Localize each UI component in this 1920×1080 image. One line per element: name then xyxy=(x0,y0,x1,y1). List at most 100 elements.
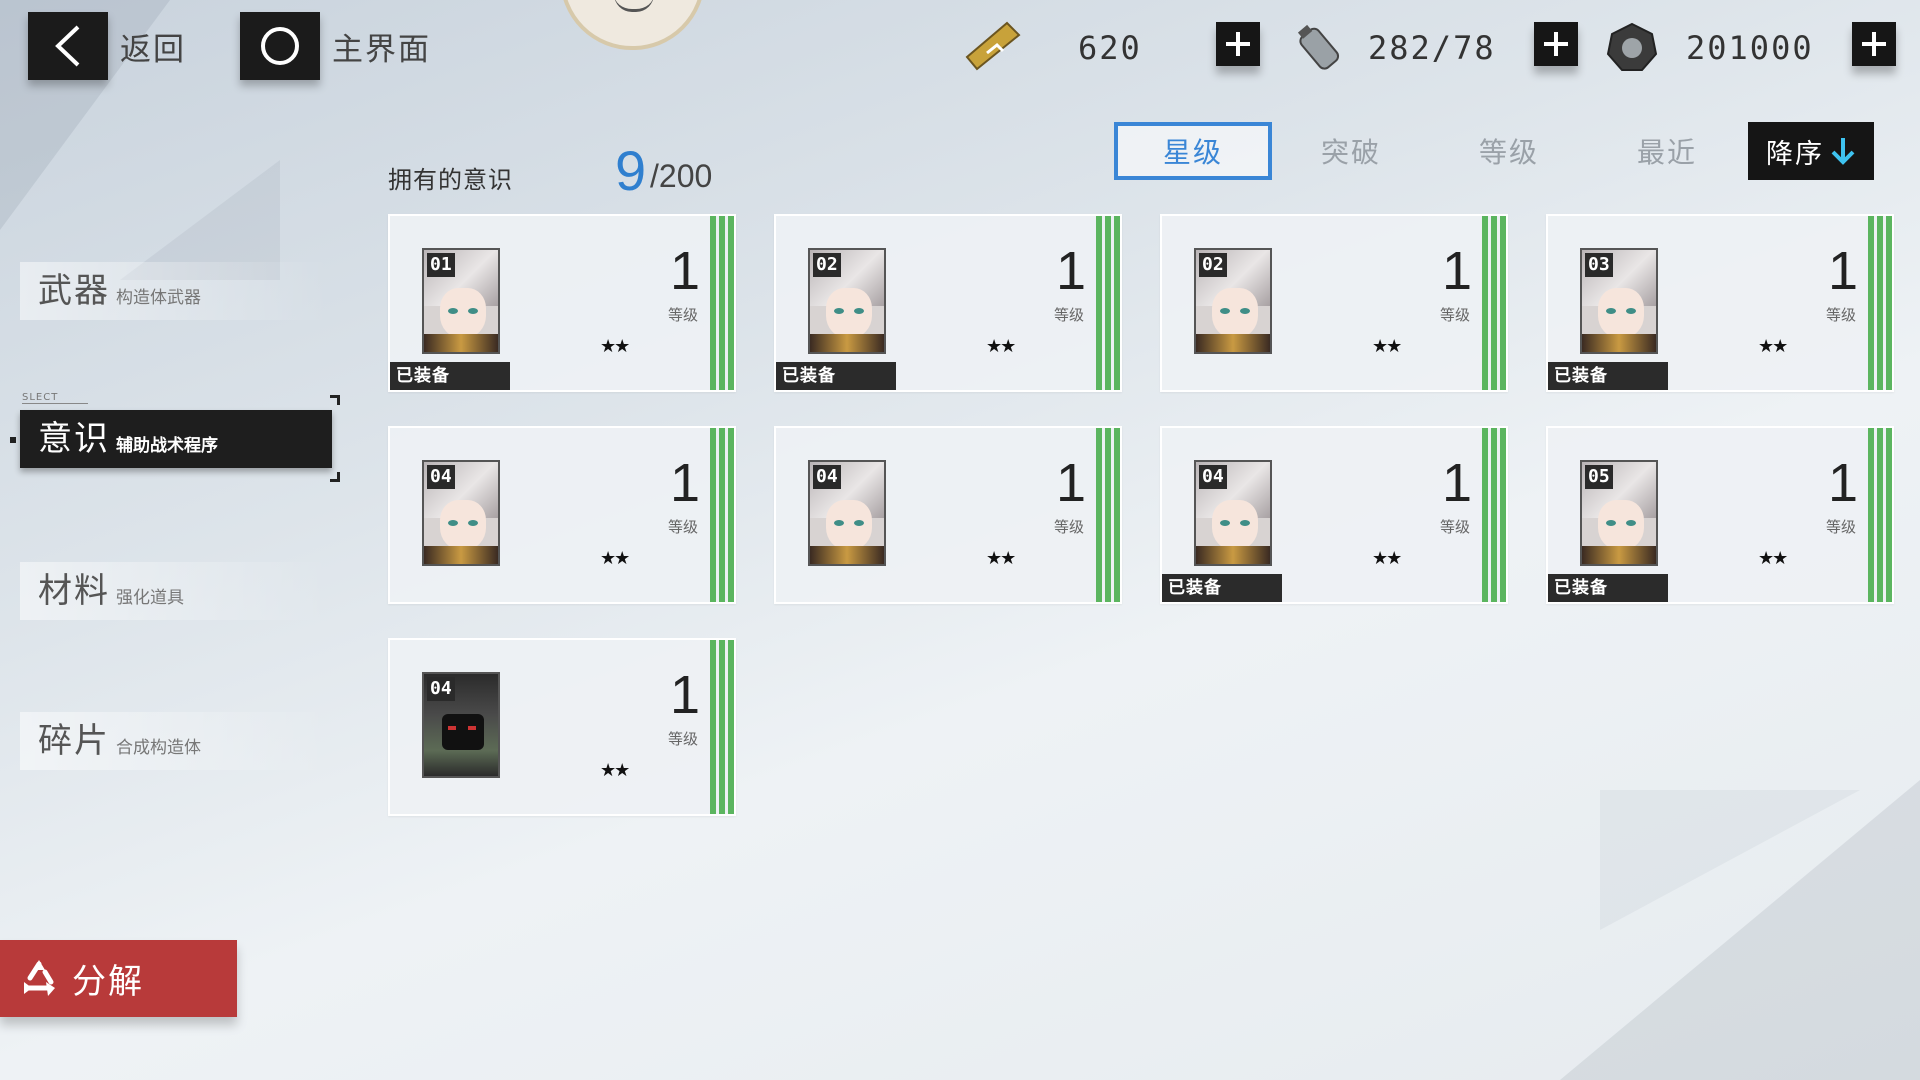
level-number: 1 xyxy=(669,241,700,301)
add-battery-button[interactable] xyxy=(1534,22,1578,66)
level-label: 等级 xyxy=(667,518,698,536)
memory-card[interactable]: 04 1 等级 ★★ xyxy=(774,426,1122,604)
sidebar-item-fragments[interactable]: 碎片 合成构造体 xyxy=(20,712,330,770)
sidebar-item-sublabel: 合成构造体 xyxy=(116,738,201,758)
background-shape xyxy=(1560,780,1920,1080)
slot-number: 04 xyxy=(813,465,841,489)
equipped-badge: 已装备 xyxy=(390,362,510,390)
add-coins-button[interactable] xyxy=(1852,22,1896,66)
resource-battery: 282/78 xyxy=(1288,16,1496,80)
level-label: 等级 xyxy=(1053,518,1084,536)
sort-order-button[interactable]: 降序 xyxy=(1748,122,1874,180)
select-hint: SLECT xyxy=(22,392,88,404)
sidebar-item-label: 碎片 xyxy=(38,721,110,761)
owned-count: 9 xyxy=(615,139,647,202)
memory-card[interactable]: 01 1 等级 ★★ 已装备 xyxy=(388,214,736,392)
battery-value: 282/78 xyxy=(1368,29,1496,67)
sidebar-item-label: 意识 xyxy=(38,419,110,459)
level-number: 1 xyxy=(1827,241,1858,301)
level-number: 1 xyxy=(1441,241,1472,301)
memory-card[interactable]: 02 1 等级 ★★ xyxy=(1160,214,1508,392)
sidebar-item-materials[interactable]: 材料 强化道具 xyxy=(20,562,330,620)
add-ticket-button[interactable] xyxy=(1216,22,1260,66)
rarity-bar xyxy=(710,640,734,814)
rarity-bar xyxy=(1868,216,1892,390)
rarity-bar xyxy=(1096,216,1120,390)
plus-icon xyxy=(1226,32,1250,56)
memory-portrait: 04 xyxy=(422,460,500,566)
sort-tab-level[interactable]: 等级 xyxy=(1478,136,1539,169)
chevron-left-icon xyxy=(28,12,108,80)
level-number: 1 xyxy=(669,665,700,725)
equipped-badge: 已装备 xyxy=(1162,574,1282,602)
sidebar-item-label: 材料 xyxy=(38,571,110,611)
slot-number: 05 xyxy=(1585,465,1613,489)
rarity-bar xyxy=(710,216,734,390)
level-number: 1 xyxy=(669,453,700,513)
star-rating: ★★ xyxy=(600,760,630,781)
level-label: 等级 xyxy=(667,730,698,748)
slot-number: 02 xyxy=(813,253,841,277)
level-label: 等级 xyxy=(1825,518,1856,536)
plus-icon xyxy=(1544,32,1568,56)
level-label: 等级 xyxy=(1439,306,1470,324)
memory-portrait: 04 xyxy=(808,460,886,566)
rarity-bar xyxy=(1096,428,1120,602)
equipped-badge: 已装备 xyxy=(1548,574,1668,602)
home-button[interactable]: 主界面 xyxy=(240,12,431,80)
slot-number: 04 xyxy=(427,465,455,489)
memory-portrait: 02 xyxy=(1194,248,1272,354)
gold-ticket-icon xyxy=(962,16,1026,80)
sidebar-item-weapons[interactable]: 武器 构造体武器 xyxy=(20,262,330,320)
memory-portrait: 01 xyxy=(422,248,500,354)
star-rating: ★★ xyxy=(986,336,1016,357)
home-label: 主界面 xyxy=(332,31,431,68)
memory-card[interactable]: 02 1 等级 ★★ 已装备 xyxy=(774,214,1122,392)
battery-icon xyxy=(1288,16,1352,80)
equipped-badge: 已装备 xyxy=(776,362,896,390)
back-label: 返回 xyxy=(120,31,186,68)
level-number: 1 xyxy=(1441,453,1472,513)
star-rating: ★★ xyxy=(1758,336,1788,357)
memory-portrait: 05 xyxy=(1580,460,1658,566)
rarity-bar xyxy=(710,428,734,602)
resource-ticket: 620 xyxy=(962,16,1142,80)
recycle-icon xyxy=(24,959,55,996)
star-rating: ★★ xyxy=(1372,548,1402,569)
owned-total: /200 xyxy=(650,158,713,194)
sidebar-item-sublabel: 强化道具 xyxy=(116,588,184,608)
star-rating: ★★ xyxy=(1758,548,1788,569)
slot-number: 01 xyxy=(427,253,455,277)
level-label: 等级 xyxy=(667,306,698,324)
coins-value: 201000 xyxy=(1686,29,1814,67)
back-button[interactable]: 返回 xyxy=(28,12,186,80)
rarity-bar xyxy=(1482,428,1506,602)
memory-card[interactable]: 04 1 等级 ★★ xyxy=(388,638,736,816)
plus-icon xyxy=(1862,32,1886,56)
gear-coin-icon xyxy=(1600,16,1664,80)
level-number: 1 xyxy=(1055,241,1086,301)
sidebar-item-memory[interactable]: 意识 辅助战术程序 xyxy=(20,410,332,468)
selection-bracket xyxy=(330,395,340,405)
arrow-down-icon xyxy=(1831,138,1855,165)
sort-tab-recent[interactable]: 最近 xyxy=(1636,136,1697,169)
resource-coins: 201000 xyxy=(1600,16,1814,80)
star-rating: ★★ xyxy=(986,548,1016,569)
star-rating: ★★ xyxy=(600,336,630,357)
sidebar-item-sublabel: 辅助战术程序 xyxy=(116,436,218,456)
decompose-button[interactable]: 分解 xyxy=(0,940,237,1017)
sort-tab-stars[interactable]: 星级 xyxy=(1114,122,1272,180)
level-number: 1 xyxy=(1055,453,1086,513)
equipped-badge: 已装备 xyxy=(1548,362,1668,390)
memory-portrait: 02 xyxy=(808,248,886,354)
rarity-bar xyxy=(1482,216,1506,390)
decompose-label: 分解 xyxy=(72,962,144,1002)
level-label: 等级 xyxy=(1053,306,1084,324)
sort-tab-breakthrough[interactable]: 突破 xyxy=(1320,136,1381,169)
star-rating: ★★ xyxy=(1372,336,1402,357)
memory-portrait: 04 xyxy=(422,672,500,778)
